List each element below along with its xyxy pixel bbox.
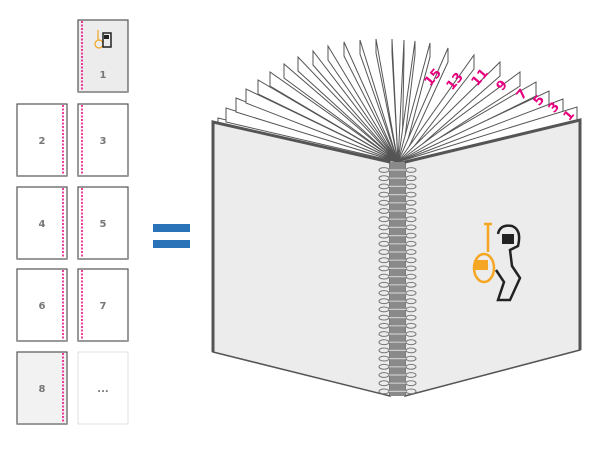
thumbnail-page-7: 7 <box>77 268 129 342</box>
spiral-ring-icon <box>378 355 417 362</box>
thumbnail-page-9: ... <box>77 351 129 425</box>
spiral-ring-icon <box>378 257 417 264</box>
spiral-ring-icon <box>378 167 417 173</box>
spiral-ring-icon <box>378 175 417 182</box>
page-number: 7 <box>100 301 107 312</box>
spiral-ring-icon <box>378 232 417 239</box>
spiral-ring-icon <box>378 298 417 305</box>
fan-page-left <box>269 71 399 163</box>
page-number: 4 <box>39 219 46 230</box>
spiral-ring-icon <box>378 199 417 206</box>
page-rect <box>77 268 129 342</box>
page-rect <box>16 103 68 177</box>
left-cover-edge <box>211 120 391 352</box>
spiral-ring-icon <box>378 347 417 354</box>
spiral-ring-icon <box>378 380 417 387</box>
page-number: 5 <box>100 219 107 230</box>
spine <box>390 162 405 396</box>
page-rect <box>16 268 68 342</box>
spiral-ring-icon <box>378 322 417 329</box>
spiral-ring-icon <box>378 183 417 190</box>
spiral-ring-icon <box>378 216 417 223</box>
spiral-ring-icon <box>378 339 417 346</box>
left-cover <box>212 121 391 397</box>
spiral-ring-icon <box>378 314 417 321</box>
fan-page-left <box>375 38 399 163</box>
spiral-ring-icon <box>378 331 417 337</box>
equals-bar-bottom <box>153 240 190 248</box>
spiral-ring-icon <box>378 265 417 272</box>
spiral-ring-icon <box>378 388 417 395</box>
spiral-ring-icon <box>378 363 417 370</box>
fan-page-left <box>312 49 399 163</box>
page-number: 6 <box>39 301 46 312</box>
thumbnail-page-3: 3 <box>77 103 129 177</box>
fan-page-left <box>391 38 399 163</box>
spiral-ring-icon <box>378 208 417 214</box>
spiral-ring-icon <box>378 290 417 296</box>
spiral-ring-icon <box>378 240 417 247</box>
spiral-ring-icon <box>378 306 417 313</box>
open-book <box>211 118 582 397</box>
mini-logo-icon <box>94 30 112 49</box>
equals-bar-top <box>153 224 190 232</box>
thumbnail-page-5: 5 <box>77 186 129 260</box>
equals-sign <box>153 224 190 248</box>
spiral-binding <box>378 167 417 395</box>
thumbnail-page-6: 6 <box>16 268 68 342</box>
fan-page-left <box>343 41 399 163</box>
fan-page-left <box>327 44 399 163</box>
fan-page-left <box>283 62 399 163</box>
page-number: 3 <box>100 136 107 147</box>
placeholder-page <box>77 351 129 425</box>
fan-page-left <box>359 39 399 163</box>
page-number: 2 <box>39 136 46 147</box>
page-thumbnails: 1 2 3 4 5 6 7 8... <box>16 19 129 425</box>
spiral-ring-icon <box>378 372 417 378</box>
thumbnail-page-8: 8 <box>16 351 68 425</box>
right-cover-edge <box>404 118 582 350</box>
thumbnail-page-4: 4 <box>16 186 68 260</box>
spiral-ring-icon <box>378 273 417 280</box>
spiral-ring-icon <box>378 191 417 198</box>
page-rect <box>77 186 129 260</box>
page-number: 1 <box>100 70 107 81</box>
spiral-ring-icon <box>378 224 417 231</box>
thumbnail-page-1: 1 <box>77 19 129 93</box>
page-number: 8 <box>39 384 46 395</box>
fan-page-left <box>297 55 399 163</box>
spiral-ring-icon <box>378 249 417 255</box>
page-rect <box>77 19 129 93</box>
page-number: ... <box>97 384 108 395</box>
spiral-ring-icon <box>378 281 417 288</box>
page-rect <box>77 103 129 177</box>
cover-logo <box>472 222 522 302</box>
thumbnail-page-2: 2 <box>16 103 68 177</box>
